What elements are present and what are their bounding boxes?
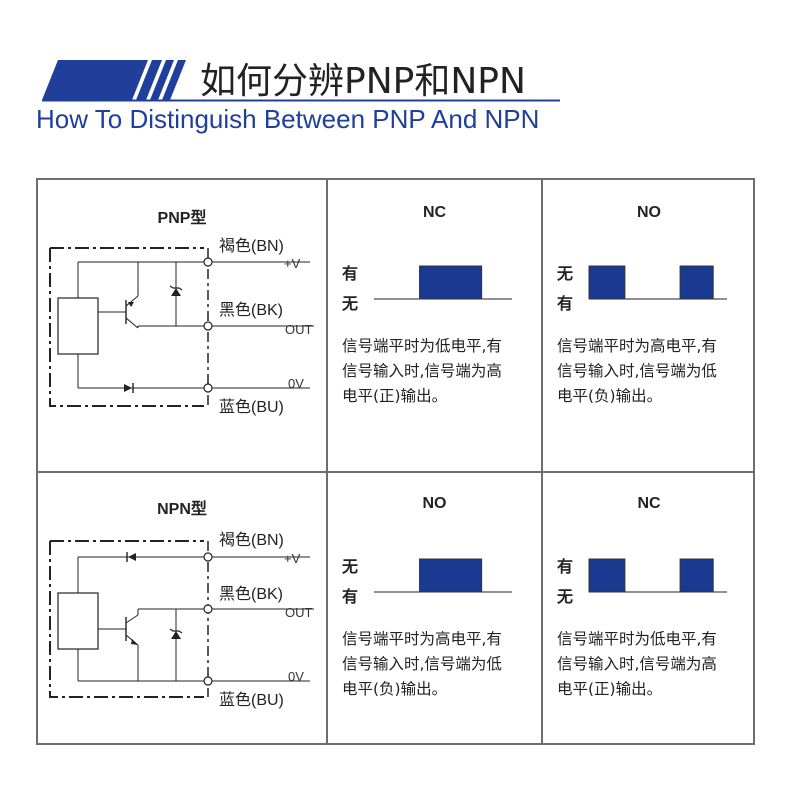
- pnp-nc-title: NC: [422, 204, 447, 221]
- pnp-nc-signal-waveform: [374, 265, 512, 300]
- transistor-collector: [125, 614, 139, 624]
- pnp-no-signal-waveform: [588, 265, 727, 300]
- col-divider-1: [326, 180, 328, 743]
- desc-line-1: 信号端平时为高电平,有: [557, 337, 717, 355]
- zener-icon: [171, 631, 181, 639]
- pnp-no-title: NO: [637, 204, 661, 221]
- zener-icon: [171, 288, 181, 296]
- signal-pulse: [419, 265, 483, 300]
- desc-line-1: 信号端平时为低电平,有: [557, 630, 717, 648]
- level-bottom-label: 有: [342, 587, 359, 606]
- signal-pulse: [679, 558, 714, 593]
- sensor-housing: [49, 540, 204, 698]
- level-top-label: 有: [342, 264, 359, 283]
- wire-label-blue: 蓝色(BU): [219, 691, 284, 709]
- pnp-no-description: 信号端平时为高电平,有 信号输入时,信号端为低 电平(负)输出。: [557, 334, 717, 409]
- comparison-table: PNP型: [36, 178, 755, 745]
- desc-line-1: 信号端平时为低电平,有: [342, 337, 502, 355]
- npn-no-title: NO: [422, 495, 447, 512]
- terminal-label-out: OUT: [285, 605, 313, 620]
- banner-stripe-2: [150, 60, 174, 100]
- terminal-zero: [203, 383, 213, 393]
- banner-stripe-main: [42, 60, 148, 100]
- level-bottom-label: 无: [557, 587, 574, 606]
- desc-line-2: 信号输入时,信号端为低: [557, 362, 717, 380]
- npn-no-description: 信号端平时为高电平,有 信号输入时,信号端为低 电平(负)输出。: [342, 627, 502, 702]
- signal-pulse: [419, 558, 483, 593]
- npn-no-signal-waveform: [374, 558, 512, 593]
- desc-line-1: 信号端平时为高电平,有: [342, 630, 502, 648]
- terminal-out: [203, 604, 213, 614]
- desc-line-2: 信号输入时,信号端为低: [342, 655, 502, 673]
- level-top-label: 无: [342, 557, 359, 576]
- level-bottom-label: 无: [342, 294, 359, 313]
- diode-icon: [128, 553, 136, 561]
- banner-stripe-3: [162, 60, 186, 100]
- npn-nc-title: NC: [637, 495, 661, 512]
- signal-pulse: [679, 265, 714, 300]
- pnp-type-label: PNP型: [157, 210, 207, 227]
- npn-circuit-cell: NPN型: [38, 473, 326, 745]
- npn-nc-description: 信号端平时为低电平,有 信号输入时,信号端为高 电平(正)输出。: [557, 627, 717, 702]
- detector-block: [57, 297, 99, 355]
- pnp-nc-cell: NC 有 无 信号端平时为低电平,有 信号输入时,信号端为高 电平(正)输出。: [328, 180, 541, 471]
- title-banner: [42, 60, 560, 102]
- emitter-arrow: [131, 639, 138, 645]
- pnp-nc-description: 信号端平时为低电平,有 信号输入时,信号端为高 电平(正)输出。: [342, 334, 502, 409]
- level-top-label: 有: [557, 557, 574, 576]
- terminal-vplus: [203, 257, 213, 267]
- transistor-emitter: [125, 295, 139, 307]
- detector-block: [57, 592, 99, 650]
- pnp-circuit-diagram: 褐色(BN) +V 黑色(BK) OUT 0V 蓝色(BU): [49, 237, 314, 416]
- terminal-vplus: [203, 552, 213, 562]
- wire-label-blue: 蓝色(BU): [219, 398, 284, 416]
- terminal-label-zero: 0V: [288, 669, 304, 684]
- desc-line-3: 电平(正)输出。: [342, 387, 448, 405]
- npn-no-cell: NO 无 有 信号端平时为高电平,有 信号输入时,信号端为低 电平(负)输出。: [328, 473, 541, 745]
- signal-pulse: [588, 265, 626, 300]
- desc-line-3: 电平(负)输出。: [342, 680, 448, 698]
- desc-line-3: 电平(正)输出。: [557, 680, 663, 698]
- terminal-out: [203, 321, 213, 331]
- npn-nc-cell: NC 有 无 信号端平时为低电平,有 信号输入时,信号端为高 电平(正)输出。: [543, 473, 755, 745]
- npn-nc-signal-waveform: [588, 558, 727, 593]
- terminal-zero: [203, 676, 213, 686]
- npn-circuit-diagram: 褐色(BN) +V 黑色(BK) OUT 0V 蓝色(BU): [49, 531, 314, 709]
- npn-type-label: NPN型: [157, 501, 207, 518]
- zener-bar: [169, 628, 183, 634]
- col-divider-2: [541, 180, 543, 743]
- desc-line-2: 信号输入时,信号端为高: [342, 362, 502, 380]
- level-top-label: 无: [557, 264, 574, 283]
- signal-pulse: [588, 558, 626, 593]
- diode-icon: [124, 384, 132, 392]
- pnp-circuit-cell: PNP型: [38, 180, 326, 471]
- level-bottom-label: 有: [557, 294, 574, 313]
- wire-label-brown: 褐色(BN): [219, 531, 284, 549]
- desc-line-3: 电平(负)输出。: [557, 387, 663, 405]
- terminal-label-zero: 0V: [288, 376, 304, 391]
- wire-label-black: 黑色(BK): [219, 301, 283, 319]
- row-divider: [38, 471, 753, 473]
- zener-bar: [169, 285, 183, 291]
- wire-label-black: 黑色(BK): [219, 585, 283, 603]
- terminal-label-vplus: +V: [284, 256, 301, 271]
- page-title: 如何分辨PNP和NPN: [200, 61, 526, 102]
- emitter-arrow: [128, 302, 134, 307]
- page-subtitle: How To Distinguish Between PNP And NPN: [36, 104, 540, 134]
- sensor-housing: [49, 247, 204, 407]
- wire-label-brown: 褐色(BN): [219, 237, 284, 255]
- terminal-label-vplus: +V: [284, 551, 301, 566]
- banner-stripe-1: [136, 60, 162, 100]
- desc-line-2: 信号输入时,信号端为高: [557, 655, 717, 673]
- terminal-label-out: OUT: [285, 322, 313, 337]
- pnp-no-cell: NO 无 有 信号端平时为高电平,有 信号输入时,信号端为低 电平(负)输出。: [543, 180, 755, 471]
- transistor-collector: [125, 317, 139, 329]
